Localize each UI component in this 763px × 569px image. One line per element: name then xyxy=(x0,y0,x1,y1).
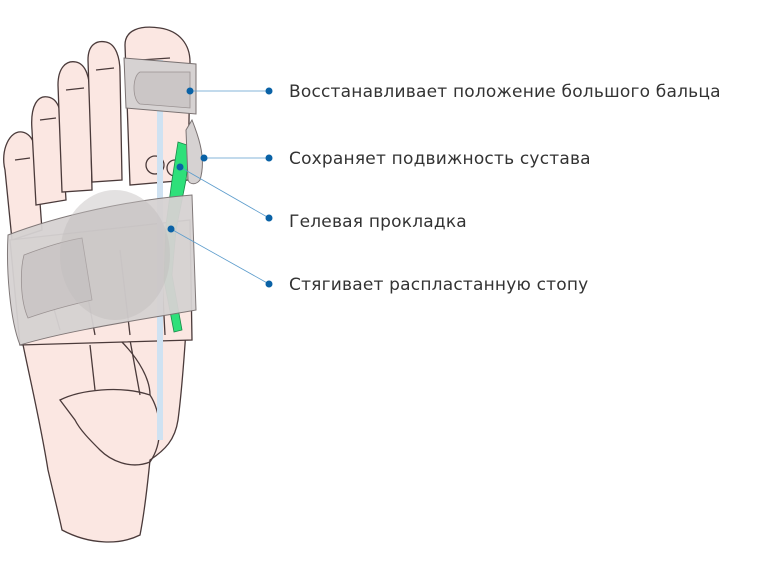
callout-label-foot-tightening: Стягивает распластанную стопу xyxy=(289,275,589,295)
callout-label-toe-alignment: Восстанавливает положение большого бальц… xyxy=(289,82,721,102)
joint-hinge xyxy=(185,118,203,185)
callout-label-gel-pad: Гелевая прокладка xyxy=(289,212,467,232)
callout-dots xyxy=(167,87,273,288)
leader-lines xyxy=(170,90,270,285)
toe-strap xyxy=(123,57,197,115)
midfoot-strap xyxy=(7,190,197,346)
callout-label-joint-mobility: Сохраняет подвижность сустава xyxy=(289,149,591,169)
